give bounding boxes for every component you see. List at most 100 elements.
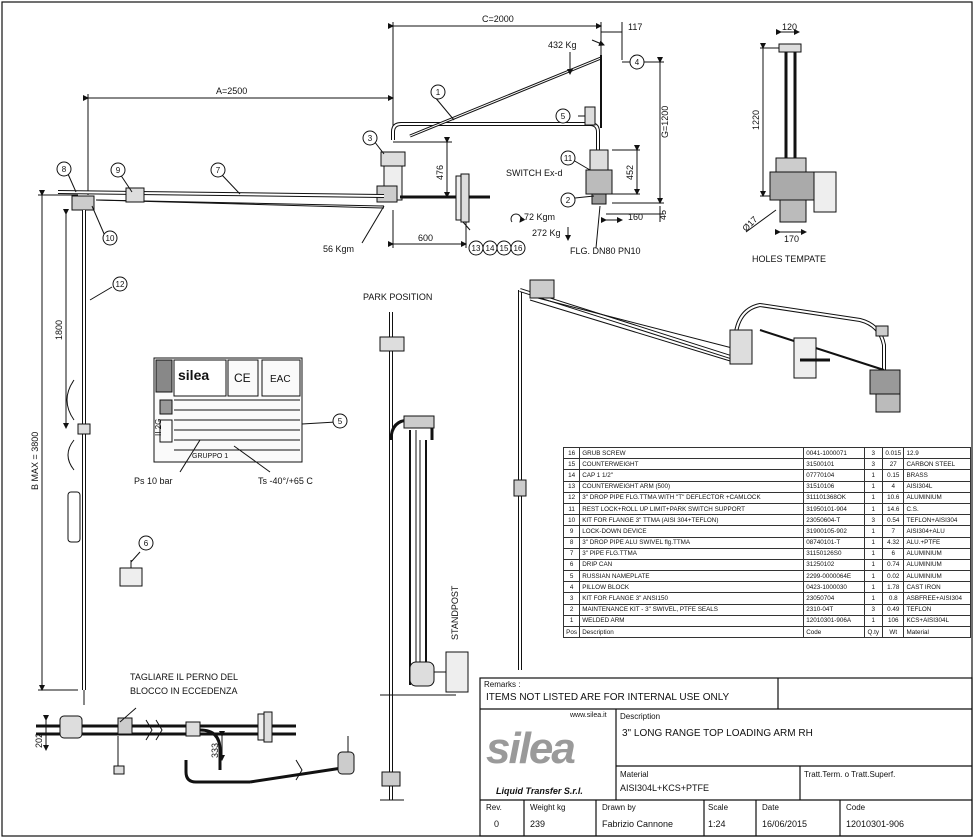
bom-cell-wt: 6 [881, 547, 905, 560]
bom-cell-code: 2299-0000064E [803, 570, 865, 583]
bom-cell-pos: 3 [562, 592, 581, 605]
bom-cell-wt: 27 [881, 458, 905, 471]
balloon-label: 3 [368, 134, 373, 143]
nameplate-view [153, 357, 337, 473]
bom-cell-wt: 10.6 [881, 491, 905, 504]
bom-cell-qty: 1 [863, 480, 884, 493]
bom-cell-description: 3" PIPE FLG.TTMA [579, 547, 805, 560]
bom-cell-pos: 8 [562, 536, 581, 549]
bom-cell-description: RUSSIAN NAMEPLATE [579, 570, 805, 583]
balloon-2 [560, 192, 576, 208]
bom-header-pos: Pos [562, 625, 581, 639]
balloon-9 [110, 162, 126, 178]
bom-cell-description: COUNTERWEIGHT [579, 458, 805, 471]
balloon-12 [112, 276, 128, 292]
drawn-label: Drawn by [602, 803, 636, 812]
bom-cell-pos: 16 [562, 446, 581, 460]
bom-cell-code: 31900105-902 [803, 525, 865, 538]
balloon-label: 1 [436, 88, 441, 97]
balloon-label: 15 [500, 244, 509, 253]
bom-cell-code: 23050704 [803, 592, 865, 605]
bom-cell-material: ALUMINIUM [903, 491, 971, 504]
bom-cell-code: 08740101-T [803, 536, 865, 549]
bom-cell-material: TEFLON+AISI304 [903, 514, 971, 527]
bom-cell-wt: 1.78 [881, 581, 905, 594]
balloon-8 [56, 161, 72, 177]
ts-label: Ts -40°/+65 C [258, 476, 313, 486]
balloon-5 [555, 108, 571, 124]
bom-cell-material: BRASS [903, 469, 971, 482]
weight-value: 239 [530, 819, 546, 829]
holes-template-label: HOLES TEMPATE [752, 254, 826, 264]
material-value: AISI304L+KCS+PTFE [620, 783, 710, 793]
balloon-label: 6 [144, 539, 149, 548]
moment-56kgm: 56 Kgm [323, 244, 354, 254]
bom-cell-material: CARBON STEEL [903, 458, 971, 471]
weight-label: Weight kg [530, 803, 566, 812]
bom-cell-wt: 4 [881, 480, 905, 493]
bom-cell-pos: 1 [562, 614, 581, 628]
bom-cell-material: ALUMINIUM [903, 570, 971, 583]
description-value: 3" LONG RANGE TOP LOADING ARM RH [622, 728, 813, 739]
park-position-view [379, 312, 469, 801]
remarks-text: ITEMS NOT LISTED ARE FOR INTERNAL USE ON… [486, 692, 730, 703]
bom-cell-qty: 3 [863, 514, 884, 527]
bom-cell-pos: 11 [562, 502, 581, 516]
bom-cell-code: 31510106 [803, 480, 865, 493]
bom-cell-qty: 1 [863, 581, 884, 594]
ps-label: Ps 10 bar [134, 476, 173, 486]
rev-label: Rev. [486, 803, 502, 812]
scale-value: 1:24 [708, 819, 726, 829]
material-label: Material [620, 770, 649, 779]
dim-452: 452 [625, 165, 635, 180]
flange-label: FLG. DN80 PN10 [570, 246, 641, 256]
remarks-label: Remarks : [484, 680, 521, 689]
balloon-label: 9 [116, 166, 121, 175]
bom-cell-description: 3" DROP PIPE FLG.TTMA WITH "T" DEFLECTOR… [579, 491, 805, 504]
bom-cell-pos: 4 [562, 581, 581, 594]
bom-cell-pos: 12 [562, 491, 581, 504]
bom-cell-description: LOCK-DOWN DEVICE [579, 525, 805, 538]
bom-cell-wt: 106 [881, 614, 905, 628]
bom-cell-qty: 1 [863, 502, 884, 516]
dim-170: 170 [784, 234, 799, 244]
balloon-1 [430, 84, 446, 100]
cut-note-line-2: BLOCCO IN ECCEDENZA [130, 686, 238, 696]
code-value: 12010301-906 [846, 819, 905, 829]
dim-202: 202 [34, 733, 44, 748]
bom-cell-code: 0041-1000071 [803, 446, 865, 460]
bom-cell-code: 31250102 [803, 558, 865, 572]
bom-cell-material: ALU.+PTFE [903, 536, 971, 549]
bom-cell-description: 3" DROP PIPE ALU SWIVEL flg.TTMA [579, 536, 805, 549]
bom-cell-code: 2310-04T [803, 603, 865, 616]
website: www.silea.it [570, 712, 607, 719]
dim-a: A=2500 [216, 86, 247, 96]
bom-cell-pos: 10 [562, 514, 581, 527]
dim-160: 160 [628, 212, 643, 222]
nameplate-eac: EAC [270, 374, 291, 385]
bom-cell-qty: 1 [863, 547, 884, 560]
bom-cell-code: 31500101 [803, 458, 865, 471]
park-position-label: PARK POSITION [363, 292, 432, 302]
dim-333: 333 [210, 743, 220, 758]
bom-cell-material: C.S. [903, 502, 971, 516]
rev-value: 0 [494, 819, 500, 829]
bom-header-qty: Q.ty [863, 625, 884, 639]
dim-1220: 1220 [751, 110, 761, 130]
bom-cell-description: KIT FOR FLANGE 3" TTMA (AISI 304+TEFLON) [579, 514, 805, 527]
bom-cell-pos: 13 [562, 480, 581, 493]
scale-label: Scale [708, 803, 729, 812]
switch-label: SWITCH Ex-d [506, 168, 563, 178]
bom-cell-wt: 14.6 [881, 502, 905, 516]
company-logo: silea [486, 724, 576, 773]
bom-cell-qty: 1 [863, 614, 884, 628]
dim-g: G=1200 [660, 106, 670, 138]
bom-cell-code: 12010301-906A [803, 614, 865, 628]
